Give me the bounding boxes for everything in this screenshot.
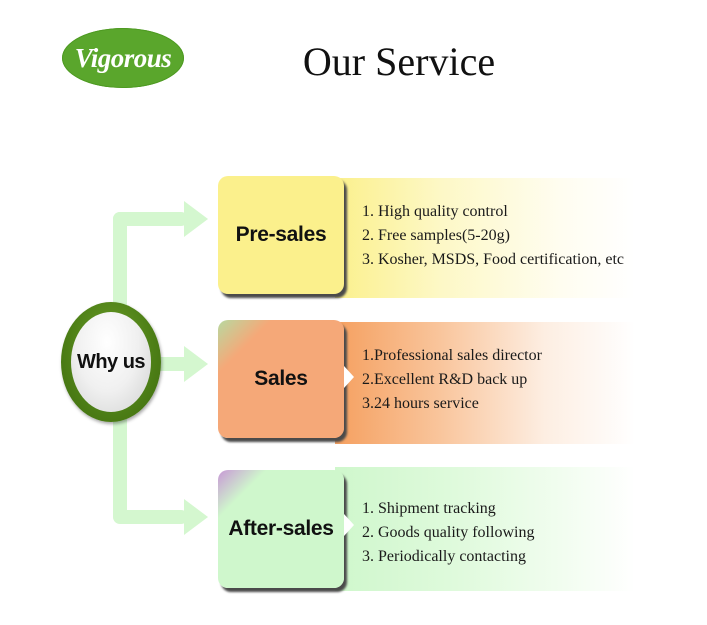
sales-list: 1.Professional sales director 2.Excellen… bbox=[362, 344, 542, 416]
arrow-to-aftersales-icon bbox=[184, 499, 208, 535]
list-item: 3. Periodically contacting bbox=[362, 548, 526, 565]
list-item: 3.24 hours service bbox=[362, 395, 479, 412]
list-item: 2.Excellent R&D back up bbox=[362, 371, 528, 388]
sales-notch-icon bbox=[344, 366, 354, 388]
logo-text: Vigorous bbox=[74, 42, 172, 73]
why-us-hub: Why us bbox=[61, 302, 161, 422]
aftersales-label: After-sales bbox=[228, 517, 334, 540]
vigorous-logo: Vigorous bbox=[62, 28, 184, 88]
arrow-to-presales-icon bbox=[184, 201, 208, 237]
aftersales-notch-icon bbox=[344, 514, 354, 536]
presales-label: Pre-sales bbox=[235, 223, 327, 246]
aftersales-list: 1. Shipment tracking 2. Goods quality fo… bbox=[362, 497, 534, 569]
list-item: 3. Kosher, MSDS, Food certification, etc bbox=[362, 251, 624, 268]
list-item: 2. Goods quality following bbox=[362, 524, 535, 541]
list-item: 1.Professional sales director bbox=[362, 347, 542, 364]
sales-label: Sales bbox=[254, 367, 308, 390]
presales-list: 1. High quality control 2. Free samples(… bbox=[362, 200, 624, 272]
list-item: 1. Shipment tracking bbox=[362, 500, 496, 517]
why-us-label: Why us bbox=[76, 350, 146, 373]
page-title: Our Service bbox=[302, 39, 496, 84]
arrow-to-sales-icon bbox=[184, 346, 208, 382]
list-item: 2. Free samples(5-20g) bbox=[362, 227, 510, 244]
list-item: 1. High quality control bbox=[362, 203, 508, 220]
